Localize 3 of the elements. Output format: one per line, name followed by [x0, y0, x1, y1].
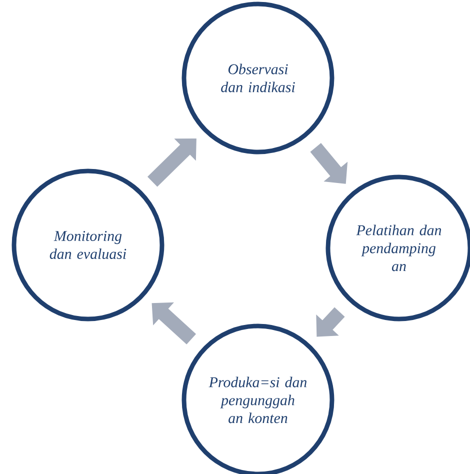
block-arrow	[310, 142, 348, 184]
block-arrow	[316, 307, 345, 337]
block-arrow	[147, 138, 196, 187]
